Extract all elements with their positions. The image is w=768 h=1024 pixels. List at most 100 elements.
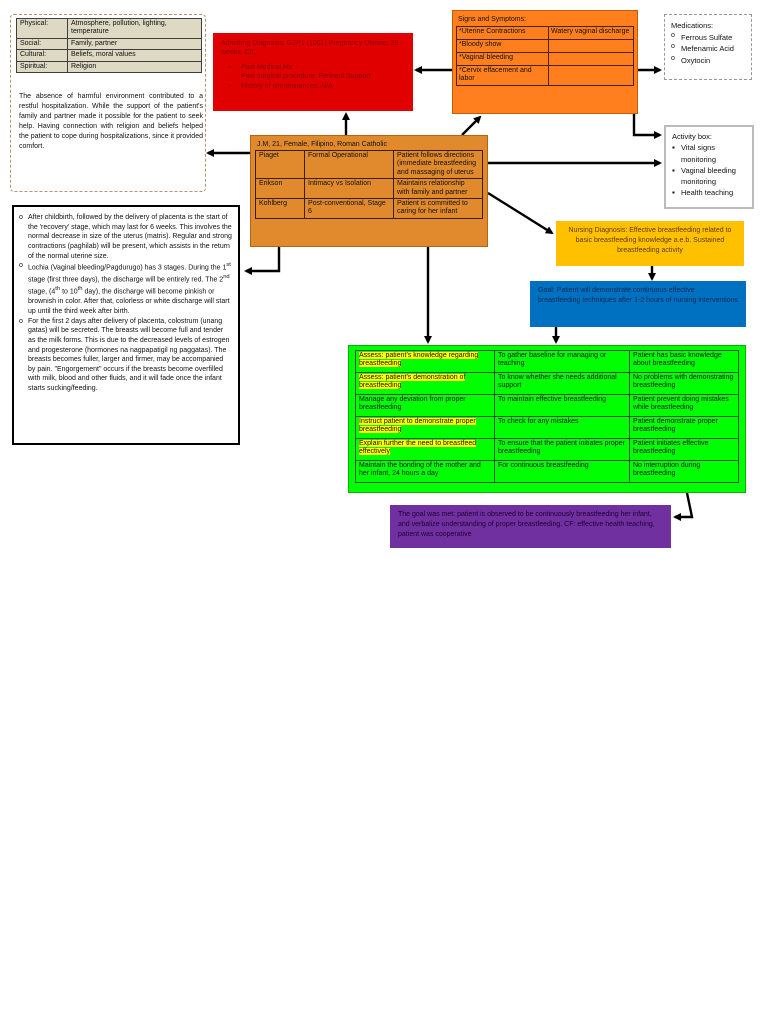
signs-cell — [548, 39, 634, 53]
factor-key: Spiritual: — [16, 60, 68, 73]
rationale-cell: For continuous breastfeeding — [494, 460, 630, 483]
signs-row: *Uterine Contractions Watery vaginal dis… — [455, 26, 634, 40]
factor-key: Cultural: — [16, 49, 68, 62]
signs-symptoms-box: Signs and Symptoms: *Uterine Contraction… — [452, 10, 638, 114]
signs-cell: Watery vaginal discharge — [548, 26, 634, 40]
signs-cell — [548, 52, 634, 66]
signs-cell: *Vaginal bleeding — [455, 52, 550, 66]
patient-row: Piaget Formal Operational Patient follow… — [255, 149, 483, 180]
rationale-cell: To gather baseline for managing or teach… — [494, 350, 630, 373]
admitting-item-text: Past Medical Hx: - Past surgical procedu… — [241, 63, 371, 81]
postpartum-item: Lochia (Vaginal bleeding/Pagdurugo) has … — [18, 261, 232, 316]
action-text: Assess: patient's knowledge regarding br… — [359, 352, 479, 368]
medications-box: Medications: Ferrous Sulfate Mefenamic A… — [664, 14, 752, 80]
outcome-cell: No interruption during breastfeeding — [629, 460, 739, 483]
rationale-cell: To know whether she needs additional sup… — [494, 372, 630, 395]
rationale-cell: To ensure that the patient initiates pro… — [494, 438, 630, 461]
behavior-cell: Patient is committed to caring for her i… — [393, 197, 483, 219]
action-text: Assess: patient's demonstration of breas… — [359, 374, 466, 390]
action-text: Explain further the need to breastfeed e… — [359, 440, 477, 456]
patient-box: J.M, 21, Female, Filipino, Roman Catholi… — [250, 135, 488, 247]
signs-cell: *Bloody show — [455, 39, 550, 53]
factors-paragraph: The absence of harmful environment contr… — [19, 93, 203, 150]
outcome-cell: No problems with demonstrating breastfee… — [629, 372, 739, 395]
patient-table: Piaget Formal Operational Patient follow… — [255, 149, 483, 219]
behavior-cell: Maintains relationship with family and p… — [393, 178, 483, 199]
action-cell: Assess: patient's demonstration of breas… — [355, 372, 495, 395]
medication-item: Ferrous Sulfate — [671, 31, 745, 44]
rationale-cell: To check for any mistakes — [494, 416, 630, 439]
signs-row: *Cervix effacement and labor — [455, 65, 634, 86]
action-cell: Maintain the bonding of the mother and h… — [355, 460, 495, 483]
signs-cell: *Cervix effacement and labor — [455, 65, 550, 86]
action-cell: Manage any deviation from proper breastf… — [355, 394, 495, 417]
medication-item: Mefenamic Acid — [671, 42, 745, 55]
intervention-row: Manage any deviation from proper breastf… — [355, 394, 739, 417]
factors-table: Physical: Atmosphere, pollution, lightin… — [16, 18, 202, 73]
theorist-cell: Erikson — [255, 178, 305, 199]
signs-table: *Uterine Contractions Watery vaginal dis… — [455, 26, 634, 86]
medications-title: Medications: — [671, 21, 714, 30]
activity-item: Health teaching — [672, 187, 746, 199]
factor-value: Beliefs, moral values — [67, 49, 202, 62]
admitting-diagnosis-box: Admitting Diagnosis: G2P1 (1001) Pregnan… — [213, 33, 413, 111]
outcome-cell: Patient has basic knowledge about breast… — [629, 350, 739, 373]
arrow-signs-to-activity — [632, 114, 662, 139]
action-cell: Assess: patient's knowledge regarding br… — [355, 350, 495, 373]
outcome-cell: Patient prevent doing mistakes while bre… — [629, 394, 739, 417]
factors-row-cultural: Cultural: Beliefs, moral values — [16, 49, 202, 62]
intervention-row: Assess: patient's demonstration of breas… — [355, 372, 739, 395]
activity-box: Activity box: Vital signs monitoring Vag… — [664, 125, 754, 209]
signs-title: Signs and Symptoms: — [458, 16, 527, 23]
activity-title: Activity box: — [672, 132, 713, 141]
outcome-cell: Patient initiates effective breastfeedin… — [629, 438, 739, 461]
action-cell: Instruct patient to demonstrate proper b… — [355, 416, 495, 439]
outcome-cell: Patient demonstrate proper breastfeeding — [629, 416, 739, 439]
arrow-to-nursing — [487, 191, 554, 235]
admitting-item-text: History of circumstances: N/A — [241, 82, 333, 90]
action-text: Instruct patient to demonstrate proper b… — [359, 418, 476, 434]
intervention-box: Assess: patient's knowledge regarding br… — [348, 345, 746, 493]
postpartum-item: After childbirth, followed by the delive… — [18, 213, 232, 261]
stage-cell: Formal Operational — [304, 149, 394, 180]
patient-title: J.M, 21, Female, Filipino, Roman Catholi… — [257, 141, 387, 148]
factor-value: Atmosphere, pollution, lighting, tempera… — [67, 18, 202, 39]
factor-value: Religion — [67, 60, 202, 73]
intervention-row: Assess: patient's knowledge regarding br… — [355, 350, 739, 373]
signs-cell: *Uterine Contractions — [455, 26, 550, 40]
postpartum-notes-box: After childbirth, followed by the delive… — [12, 205, 240, 445]
rationale-cell: To maintain effective breastfeeding — [494, 394, 630, 417]
signs-row: *Bloody show — [455, 39, 634, 53]
factor-key: Physical: — [16, 18, 68, 39]
arrow-to-postpartum — [244, 247, 281, 275]
postpartum-item: For the first 2 days after delivery of p… — [18, 317, 232, 394]
signs-row: *Vaginal bleeding — [455, 52, 634, 66]
stage-cell: Post-conventional, Stage 6 — [304, 197, 394, 219]
goal-text: Goal: Patient will demonstrate continuou… — [538, 287, 739, 305]
nursing-diagnosis-box: Nursing Diagnosis: Effective breastfeedi… — [556, 221, 744, 266]
admitting-list: Past Medical Hx: - Past surgical procedu… — [221, 63, 405, 92]
medication-item: Oxytocin — [671, 54, 745, 67]
stage-cell: Intimacy vs Isolation — [304, 178, 394, 199]
nursing-diagnosis-text: Nursing Diagnosis: Effective breastfeedi… — [568, 227, 732, 255]
postpartum-list: After childbirth, followed by the delive… — [18, 213, 232, 394]
theorist-cell: Piaget — [255, 149, 305, 180]
admitting-item: Past Medical Hx: - Past surgical procedu… — [221, 63, 405, 82]
medications-list: Ferrous Sulfate Mefenamic Acid Oxytocin — [671, 31, 745, 67]
action-text: Maintain the bonding of the mother and h… — [359, 462, 481, 478]
theorist-cell: Kohlberg — [255, 197, 305, 219]
evaluation-box: The goal was met: patient is observed to… — [390, 505, 671, 548]
activity-item: Vaginal bleeding monitoring — [672, 165, 746, 188]
activity-item: Vital signs monitoring — [672, 142, 746, 165]
intervention-table: Assess: patient's knowledge regarding br… — [355, 350, 739, 483]
action-text: Manage any deviation from proper breastf… — [359, 396, 466, 412]
admitting-diagnosis-text: Admitting Diagnosis: G2P1 (1001) Pregnan… — [221, 40, 399, 57]
signs-cell — [548, 65, 634, 86]
arrow-to-signs — [461, 115, 482, 136]
action-cell: Explain further the need to breastfeed e… — [355, 438, 495, 461]
intervention-row: Maintain the bonding of the mother and h… — [355, 460, 739, 483]
intervention-row: Instruct patient to demonstrate proper b… — [355, 416, 739, 439]
patient-row: Erikson Intimacy vs Isolation Maintains … — [255, 178, 483, 199]
admitting-item: History of circumstances: N/A — [221, 82, 405, 92]
